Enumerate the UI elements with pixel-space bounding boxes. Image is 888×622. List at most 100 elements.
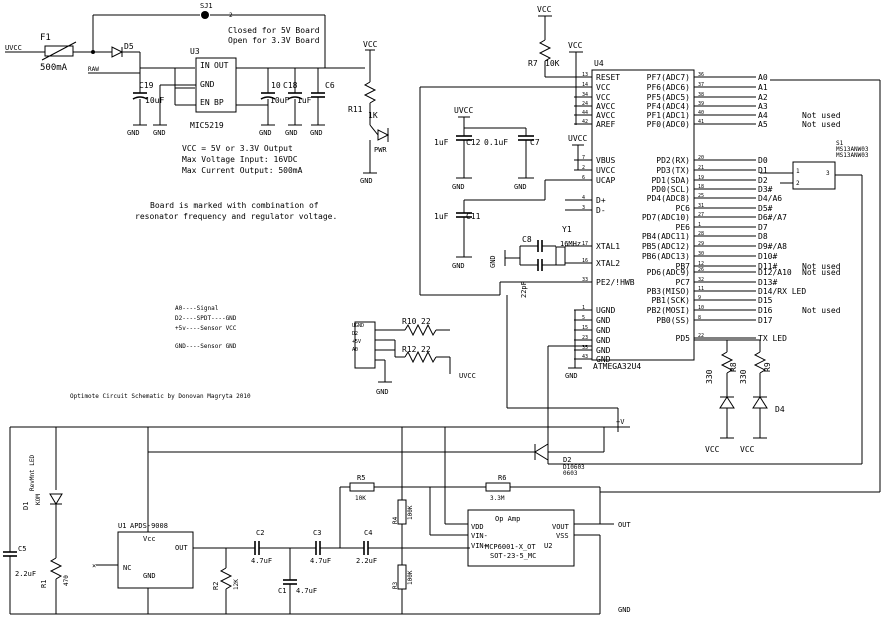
mcu-pin-name: D- — [596, 206, 606, 215]
gnd-symbol: GND — [376, 388, 389, 396]
mcu-pin-name: PB5(ADC12) — [642, 242, 690, 251]
power-section: UVCC F1 500mA SJ1 2 Closed for 5V Board … — [5, 2, 390, 221]
mcu-pin-name: PB7 — [676, 262, 691, 271]
not-used-note: Not used — [802, 306, 841, 315]
c2-value: 4.7uF — [251, 557, 272, 565]
vcc-symbol: VCC — [537, 5, 552, 14]
gnd-symbol: GND — [310, 129, 323, 137]
s1-label: S1 — [836, 140, 844, 147]
mcu-pin-number: 19 — [698, 175, 704, 181]
mcu-pin-name: VCC — [596, 93, 611, 102]
u2-label: U2 — [544, 542, 552, 550]
mcu-pin-name: VBUS — [596, 156, 615, 165]
net-label: D16 — [758, 306, 773, 315]
diode-d2 — [534, 443, 549, 461]
mcu-right-pins: 36PF7(ADC7)A037PF6(ADC6)A138PF5(ADC5)A23… — [642, 72, 841, 343]
r11-value: 1K — [368, 111, 378, 120]
s1-part: MS13ANW03 — [836, 146, 869, 153]
r1-value: 470 — [63, 575, 70, 586]
mcu-pin-name: PD4(ADC8) — [647, 194, 690, 203]
c5-label: C5 — [18, 545, 26, 553]
mcu-pin-name: GND — [596, 316, 611, 325]
net-label: D14/RX LED — [758, 287, 806, 296]
mcu-pin-name: UGND — [596, 306, 615, 315]
vcc-symbol: VCC — [705, 445, 720, 454]
u3-pin-gnd: GND — [200, 80, 215, 89]
vcc-symbol: VCC — [740, 445, 755, 454]
mcu-pin-number: 12 — [698, 261, 704, 267]
sensor-u1 — [117, 531, 194, 589]
net-label: D17 — [758, 316, 773, 325]
sj1-label: SJ1 — [200, 2, 213, 10]
gnd-symbol: GND — [285, 129, 298, 137]
d1-note: RevMnt LED — [29, 454, 36, 491]
mcu-u4 — [591, 69, 695, 361]
led-d1 — [49, 493, 63, 505]
net-label: D6#/A7 — [758, 213, 787, 222]
r12-value: 22 — [421, 345, 431, 354]
mcu-pin-name: PE6 — [676, 223, 691, 232]
uvcc-symbol: UVCC — [454, 106, 473, 115]
mcu-pin-name: GND — [596, 326, 611, 335]
u2-title: Op Amp — [495, 515, 520, 523]
mcu-pin-number: 14 — [582, 82, 588, 88]
net-label: D2 — [758, 176, 768, 185]
mcu-pin-number: 43 — [582, 354, 588, 360]
mcu-pin-name: GND — [596, 336, 611, 345]
board-note-2: resonator frequency and regulator voltag… — [135, 212, 337, 221]
mcu-pin-number: 17 — [582, 241, 588, 247]
conn-pin-ugnd: UGND — [352, 323, 364, 329]
gnd-symbol: GND — [153, 129, 166, 137]
mcu-pin-number: 1 — [698, 222, 701, 228]
r5-value: 10K — [355, 495, 366, 502]
mcu-pin-name: PD3(TX) — [656, 166, 690, 175]
vcc-symbol: VCC — [363, 40, 378, 49]
gnd-symbol: GND — [452, 183, 465, 191]
mcu-pin-number: 25 — [698, 193, 704, 199]
op-amp-u2 — [467, 509, 575, 567]
c2-label: C2 — [256, 529, 264, 537]
mcu-pin-name: PC7 — [676, 278, 691, 287]
power-led — [377, 129, 390, 141]
mcu-pin-name: RESET — [596, 73, 620, 82]
mcu-pin-name: PB0(SS) — [656, 316, 690, 325]
net-label: D13# — [758, 278, 777, 287]
r8-label: R8 — [729, 362, 738, 372]
out-label: OUT — [618, 521, 631, 529]
f1-label: F1 — [40, 33, 51, 43]
mcu-pin-number: 28 — [698, 231, 704, 237]
c7-value: 0.1uF — [484, 138, 508, 147]
net-label: D7 — [758, 223, 768, 232]
u3-part: MIC5219 — [190, 121, 224, 130]
f1-value: 500mA — [40, 63, 68, 73]
mcu-pin-name: PB1(SCK) — [651, 296, 690, 305]
uvcc-symbol: UVCC — [459, 372, 476, 380]
d5-label: D5 — [124, 42, 134, 51]
conn-pin-d2: D2 — [352, 331, 358, 337]
mcu-pin-number: 31 — [698, 203, 704, 209]
net-label: D15 — [758, 296, 773, 305]
u3-pin-bp: BP — [214, 98, 224, 107]
c8-label: C8 — [522, 235, 532, 244]
mcu-pin-number: 42 — [582, 119, 588, 125]
mcu-pin-name: XTAL1 — [596, 242, 620, 251]
c3-label: C3 — [313, 529, 321, 537]
rx-led — [719, 396, 735, 409]
c19-value: 10uF — [145, 96, 164, 105]
net-label: A5 — [758, 120, 768, 129]
net-label: A2 — [758, 93, 768, 102]
d2-value-2: 0603 — [563, 470, 578, 477]
connector-section: A0----Signal D2----SPDT----GND +5v----Se… — [70, 305, 476, 400]
r9-value: 330 — [739, 369, 748, 384]
mcu-pin-number: 3 — [582, 205, 585, 211]
c11-value: 1uF — [434, 212, 449, 221]
mcu-pin-number: 15 — [582, 325, 588, 331]
solder-jumper-sj1 — [201, 11, 209, 19]
r9-label: R9 — [763, 362, 772, 372]
net-label: D0 — [758, 156, 768, 165]
mcu-pin-name: AVCC — [596, 111, 615, 120]
mcu-pin-number: 6 — [582, 175, 585, 181]
mcu-pin-name: GND — [596, 346, 611, 355]
